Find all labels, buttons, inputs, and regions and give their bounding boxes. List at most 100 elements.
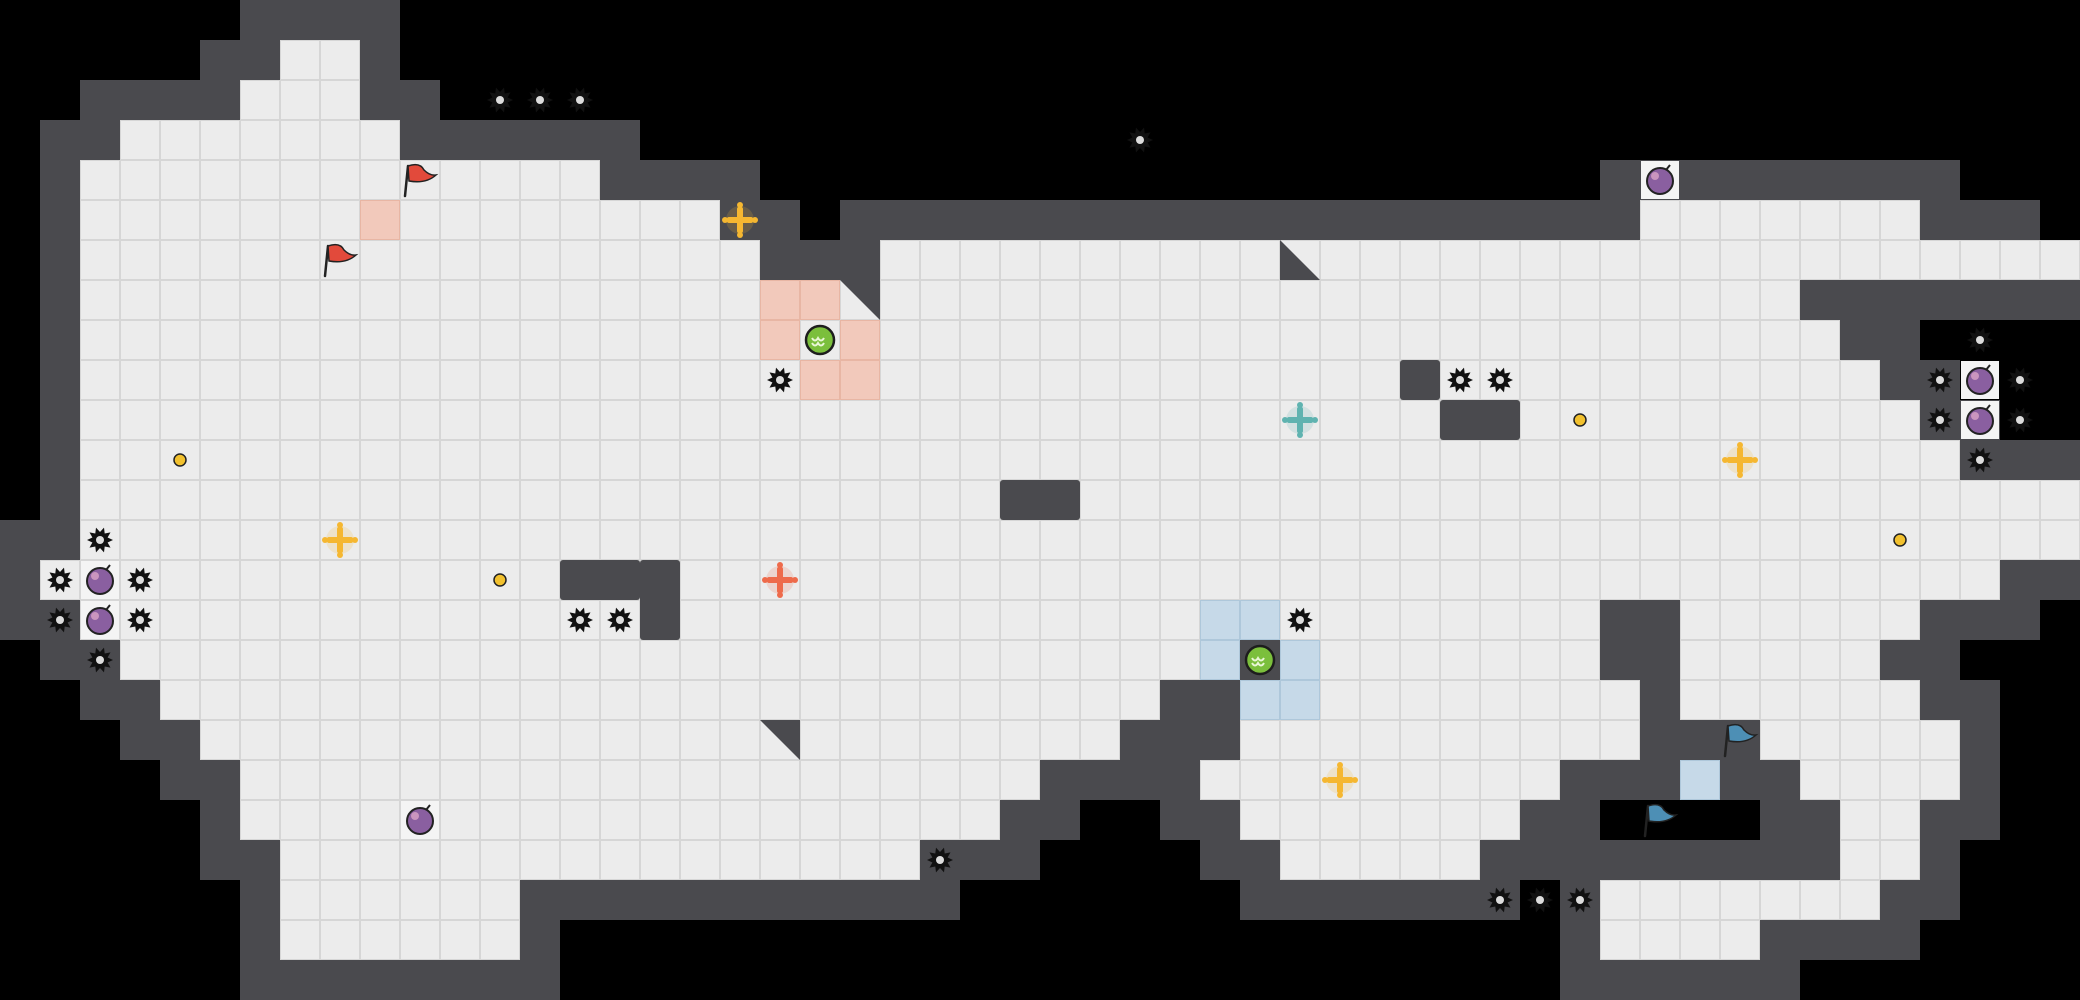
floor-tile bbox=[360, 440, 400, 480]
floor-tile bbox=[1080, 680, 1120, 720]
floor-tile bbox=[600, 360, 640, 400]
wall-tile bbox=[920, 880, 960, 920]
wall-tile bbox=[1760, 160, 1800, 200]
wall-tile bbox=[1800, 800, 1840, 840]
floor-tile bbox=[1520, 400, 1560, 440]
floor-tile bbox=[480, 880, 520, 920]
floor-tile bbox=[560, 720, 600, 760]
floor-tile bbox=[160, 240, 200, 280]
floor-tile bbox=[1920, 480, 1960, 520]
floor-tile bbox=[1800, 400, 1840, 440]
floor-tile bbox=[1520, 680, 1560, 720]
floor-tile bbox=[1000, 360, 1040, 400]
floor-tile bbox=[800, 480, 840, 520]
floor-tile bbox=[840, 600, 880, 640]
floor-tile bbox=[920, 600, 960, 640]
floor-tile bbox=[320, 480, 360, 520]
floor-tile bbox=[920, 360, 960, 400]
floor-tile bbox=[1960, 520, 2000, 560]
spike-icon bbox=[87, 647, 113, 673]
floor-tile bbox=[1520, 360, 1560, 400]
floor-tile bbox=[560, 200, 600, 240]
floor-tile bbox=[880, 240, 920, 280]
floor-tile bbox=[1760, 200, 1800, 240]
floor-tile bbox=[1080, 320, 1120, 360]
floor-tile bbox=[1720, 680, 1760, 720]
floor-tile bbox=[240, 800, 280, 840]
wall-tile bbox=[40, 280, 80, 320]
floor-tile bbox=[1280, 480, 1320, 520]
floor-tile bbox=[480, 520, 520, 560]
floor-tile bbox=[440, 480, 480, 520]
floor-tile bbox=[720, 720, 760, 760]
floor-tile bbox=[1640, 280, 1680, 320]
spike-icon bbox=[2007, 367, 2033, 393]
floor-tile bbox=[1680, 480, 1720, 520]
bomb-icon bbox=[81, 561, 119, 599]
floor-tile bbox=[1280, 800, 1320, 840]
floor-tile bbox=[320, 720, 360, 760]
spike-icon bbox=[767, 367, 793, 393]
floor-tile bbox=[640, 520, 680, 560]
floor-tile bbox=[920, 560, 960, 600]
floor-tile bbox=[1480, 640, 1520, 680]
floor-tile bbox=[520, 800, 560, 840]
floor-tile bbox=[1480, 320, 1520, 360]
floor-tile bbox=[1720, 520, 1760, 560]
floor-tile bbox=[560, 760, 600, 800]
blue-team-ball-icon bbox=[1244, 644, 1276, 676]
floor-tile bbox=[960, 800, 1000, 840]
floor-tile bbox=[1320, 600, 1360, 640]
floor-tile bbox=[1880, 560, 1920, 600]
floor-tile bbox=[1400, 640, 1440, 680]
floor-tile bbox=[1080, 440, 1120, 480]
floor-tile bbox=[880, 720, 920, 760]
floor-tile bbox=[200, 600, 240, 640]
wall-tile bbox=[1800, 840, 1840, 880]
floor-tile bbox=[1320, 480, 1360, 520]
floor-tile bbox=[1680, 240, 1720, 280]
floor-tile bbox=[1720, 320, 1760, 360]
coin-icon bbox=[173, 453, 187, 467]
floor-tile bbox=[1680, 400, 1720, 440]
floor-tile bbox=[600, 760, 640, 800]
floor-tile bbox=[600, 640, 640, 680]
wall-tile bbox=[1200, 200, 1240, 240]
floor-tile bbox=[160, 160, 200, 200]
wall-tile bbox=[1920, 160, 1960, 200]
spike-icon bbox=[47, 567, 73, 593]
floor-tile bbox=[1640, 200, 1680, 240]
floor-tile bbox=[760, 840, 800, 880]
floor-tile bbox=[240, 520, 280, 560]
wall-tile bbox=[640, 880, 680, 920]
wall-tile bbox=[720, 160, 760, 200]
floor-tile bbox=[320, 40, 360, 80]
floor-tile bbox=[280, 360, 320, 400]
wall-tile bbox=[1560, 960, 1600, 1000]
floor-tile bbox=[320, 680, 360, 720]
floor-tile bbox=[80, 440, 120, 480]
floor-tile bbox=[520, 520, 560, 560]
floor-tile bbox=[480, 920, 520, 960]
floor-tile bbox=[760, 760, 800, 800]
wall-tile bbox=[1160, 720, 1200, 760]
wall-tile bbox=[1080, 200, 1120, 240]
floor-tile bbox=[240, 680, 280, 720]
floor-tile bbox=[1120, 600, 1160, 640]
floor-tile bbox=[1040, 640, 1080, 680]
floor-tile bbox=[1840, 200, 1880, 240]
red-zone-tile bbox=[840, 360, 880, 400]
floor-tile bbox=[1040, 600, 1080, 640]
spike-icon bbox=[1567, 887, 1593, 913]
floor-tile bbox=[1920, 720, 1960, 760]
red-zone-tile bbox=[840, 320, 880, 360]
floor-tile bbox=[1560, 320, 1600, 360]
floor-tile bbox=[1880, 400, 1920, 440]
floor-tile bbox=[1120, 680, 1160, 720]
floor-tile bbox=[2000, 240, 2040, 280]
wall-tile bbox=[240, 920, 280, 960]
wall-tile bbox=[1920, 200, 1960, 240]
floor-tile bbox=[1640, 920, 1680, 960]
